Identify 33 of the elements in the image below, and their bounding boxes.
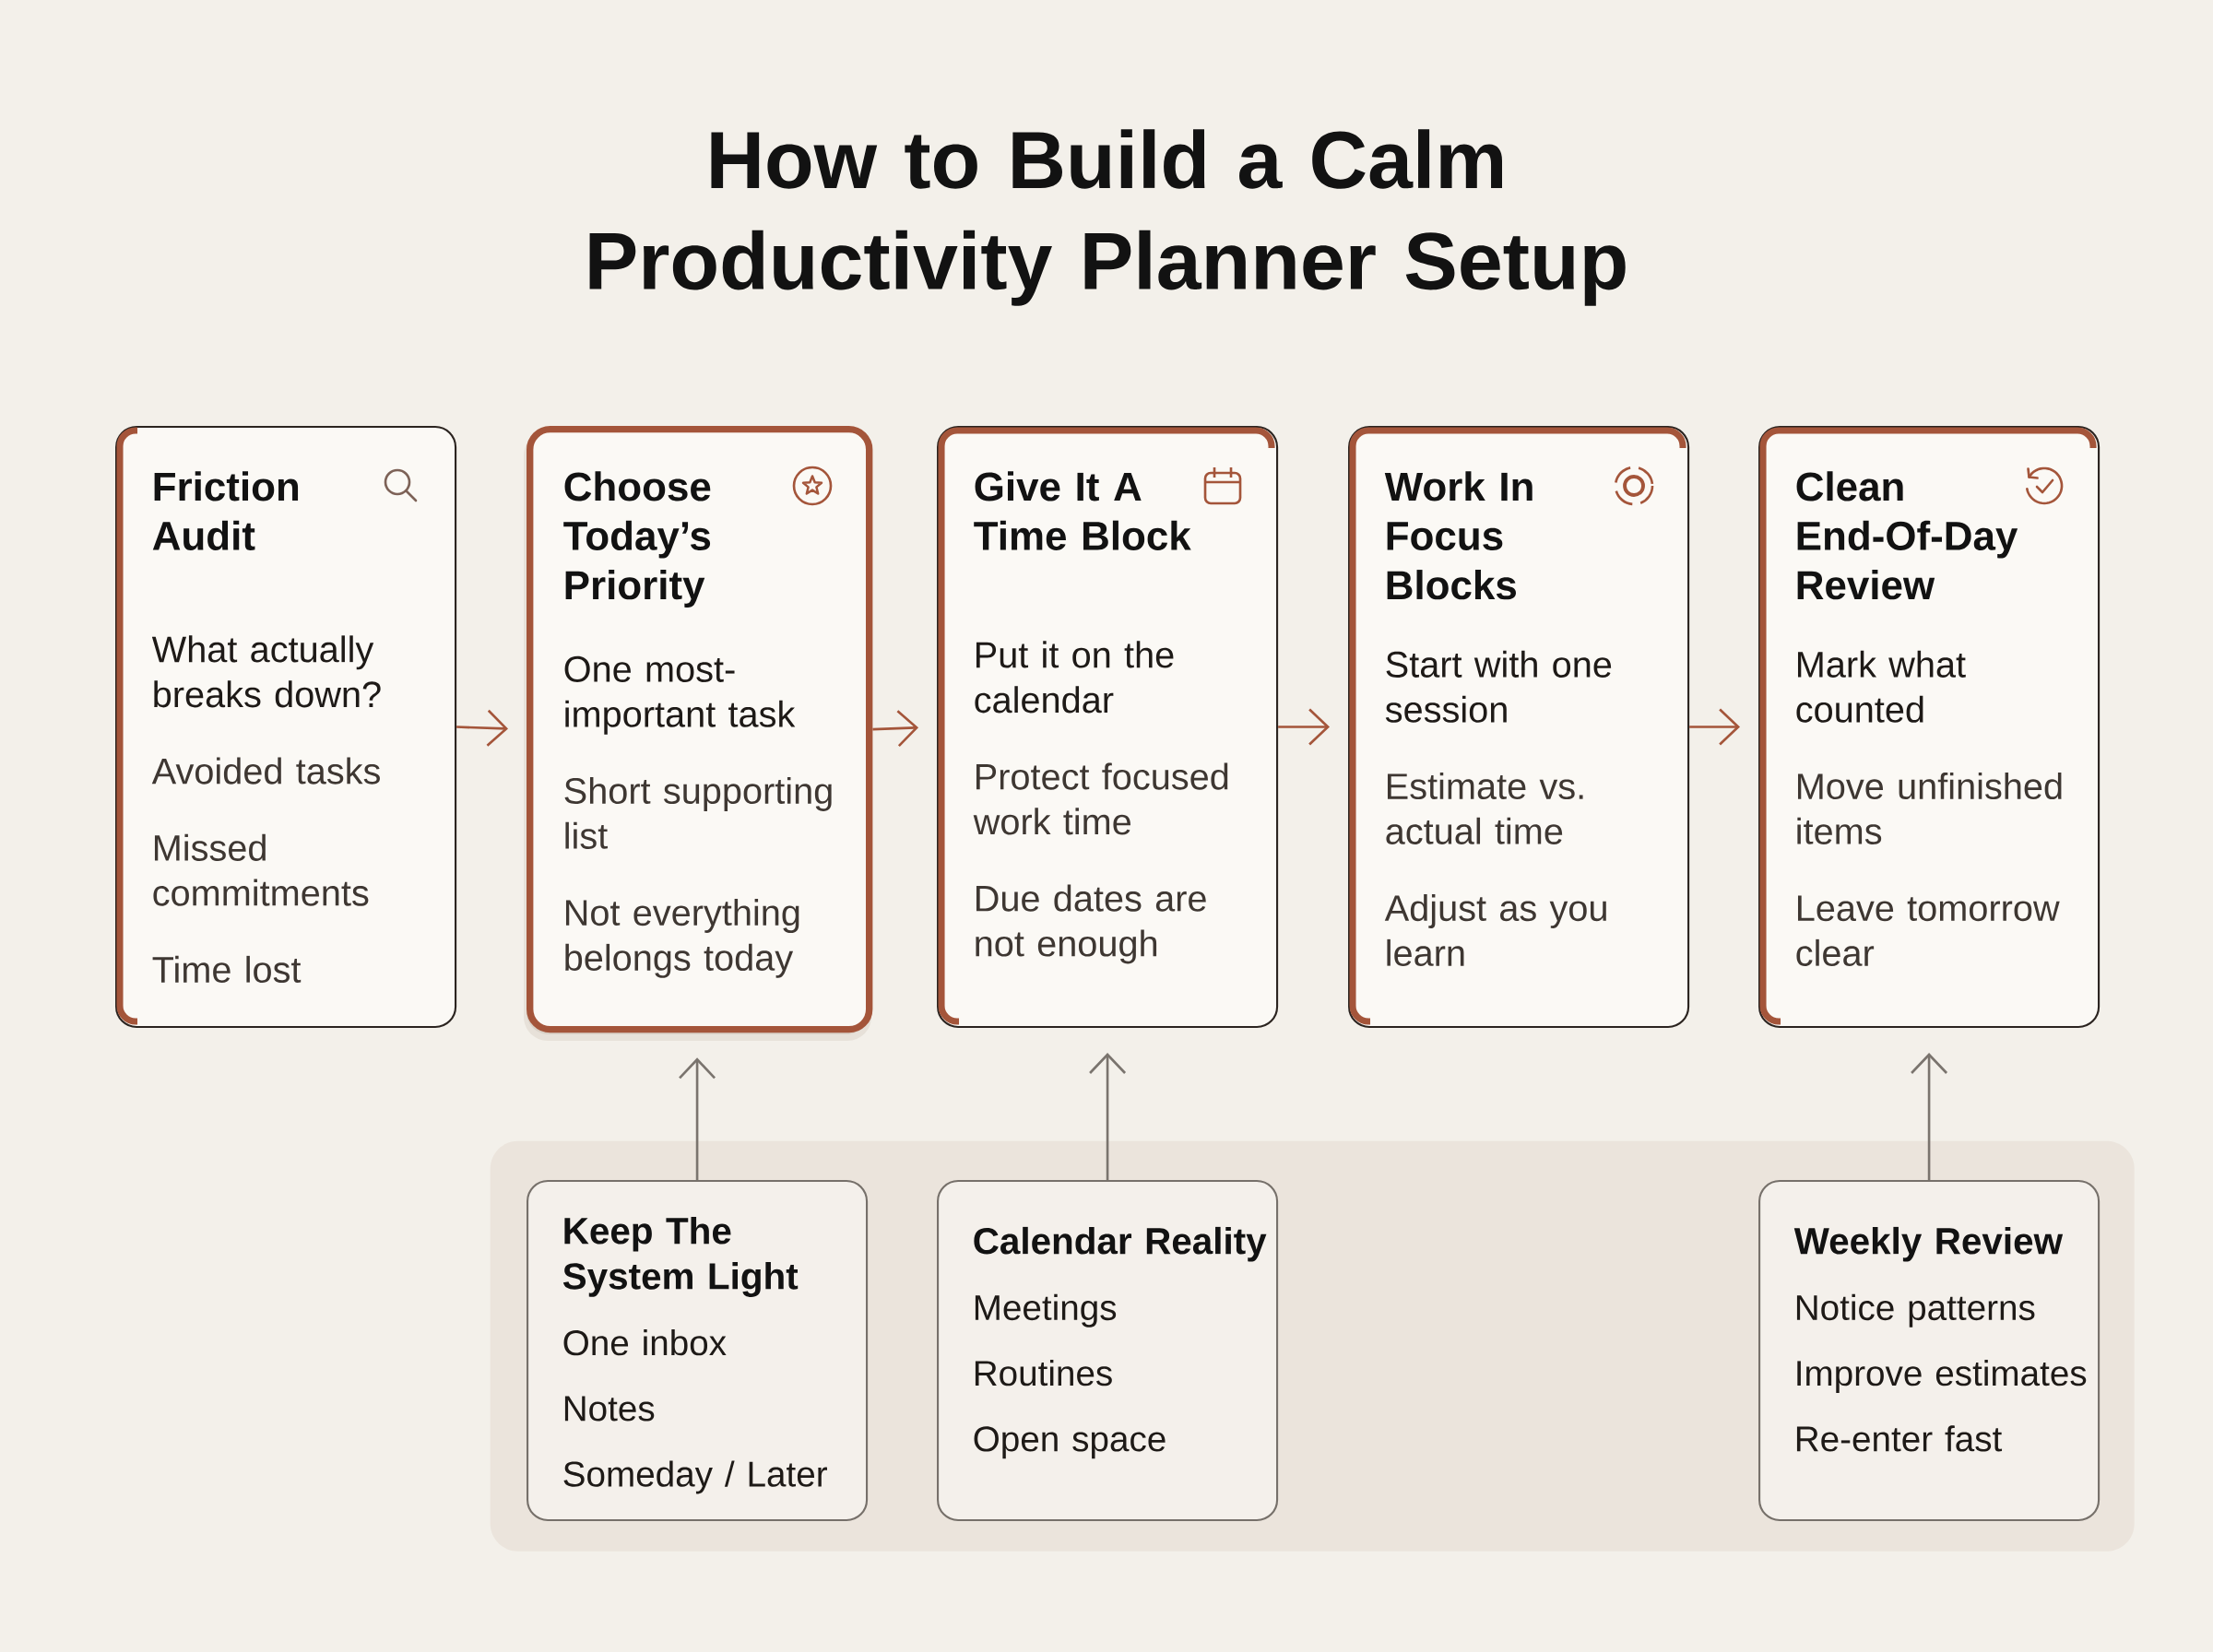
card-text: Routines	[975, 1360, 1112, 1386]
card-text: Estimate vs. actual time	[1386, 772, 1583, 844]
card-text: Meetings	[975, 1293, 1117, 1328]
card-text: Notice patterns	[1796, 1293, 2035, 1328]
card-text: Missed commitments	[153, 833, 369, 906]
card-text: Mark what counted	[1796, 650, 1966, 723]
title: How to Build a Calm Productivity Planner Setup	[589, 129, 1626, 306]
card-text: Open space	[974, 1426, 1166, 1459]
card-text: Start with one session	[1385, 650, 1612, 723]
card-text: Protect focused work time	[973, 762, 1228, 835]
card-text: Avoided tasks	[151, 757, 380, 785]
card-text: Notes	[564, 1396, 655, 1422]
card-text: Time lost	[152, 955, 302, 983]
card-text: Adjust as you learn	[1384, 894, 1606, 966]
card-heading: Clean End-Of-Day Review	[1796, 471, 2018, 600]
arrow	[679, 1057, 716, 1180]
card-heading: Give It A Time Block	[974, 471, 1191, 550]
card-text: Someday / Later	[563, 1460, 827, 1494]
card-text: Put it on the calendar	[975, 641, 1174, 714]
card-heading: Work In Focus Blocks	[1384, 471, 1533, 600]
card-text: Move unfinished items	[1797, 772, 2062, 844]
card-text: Re-enter fast	[1796, 1425, 2003, 1452]
card-heading: Friction Audit	[152, 471, 299, 550]
card-heading: Calendar Reality	[974, 1226, 1267, 1262]
card-heading: Keep The System Light	[562, 1216, 799, 1297]
card-text: Improve estimates	[1797, 1360, 2087, 1393]
arrow	[1089, 1053, 1127, 1180]
card-text: Due dates are not enough	[976, 884, 1206, 964]
card-text: One inbox	[563, 1329, 727, 1356]
card-text: What actually breaks down?	[151, 635, 381, 708]
card-heading: Weekly Review	[1793, 1226, 2064, 1262]
arrow	[1911, 1053, 1948, 1180]
card-text: Leave tomorrow clear	[1796, 895, 2060, 966]
